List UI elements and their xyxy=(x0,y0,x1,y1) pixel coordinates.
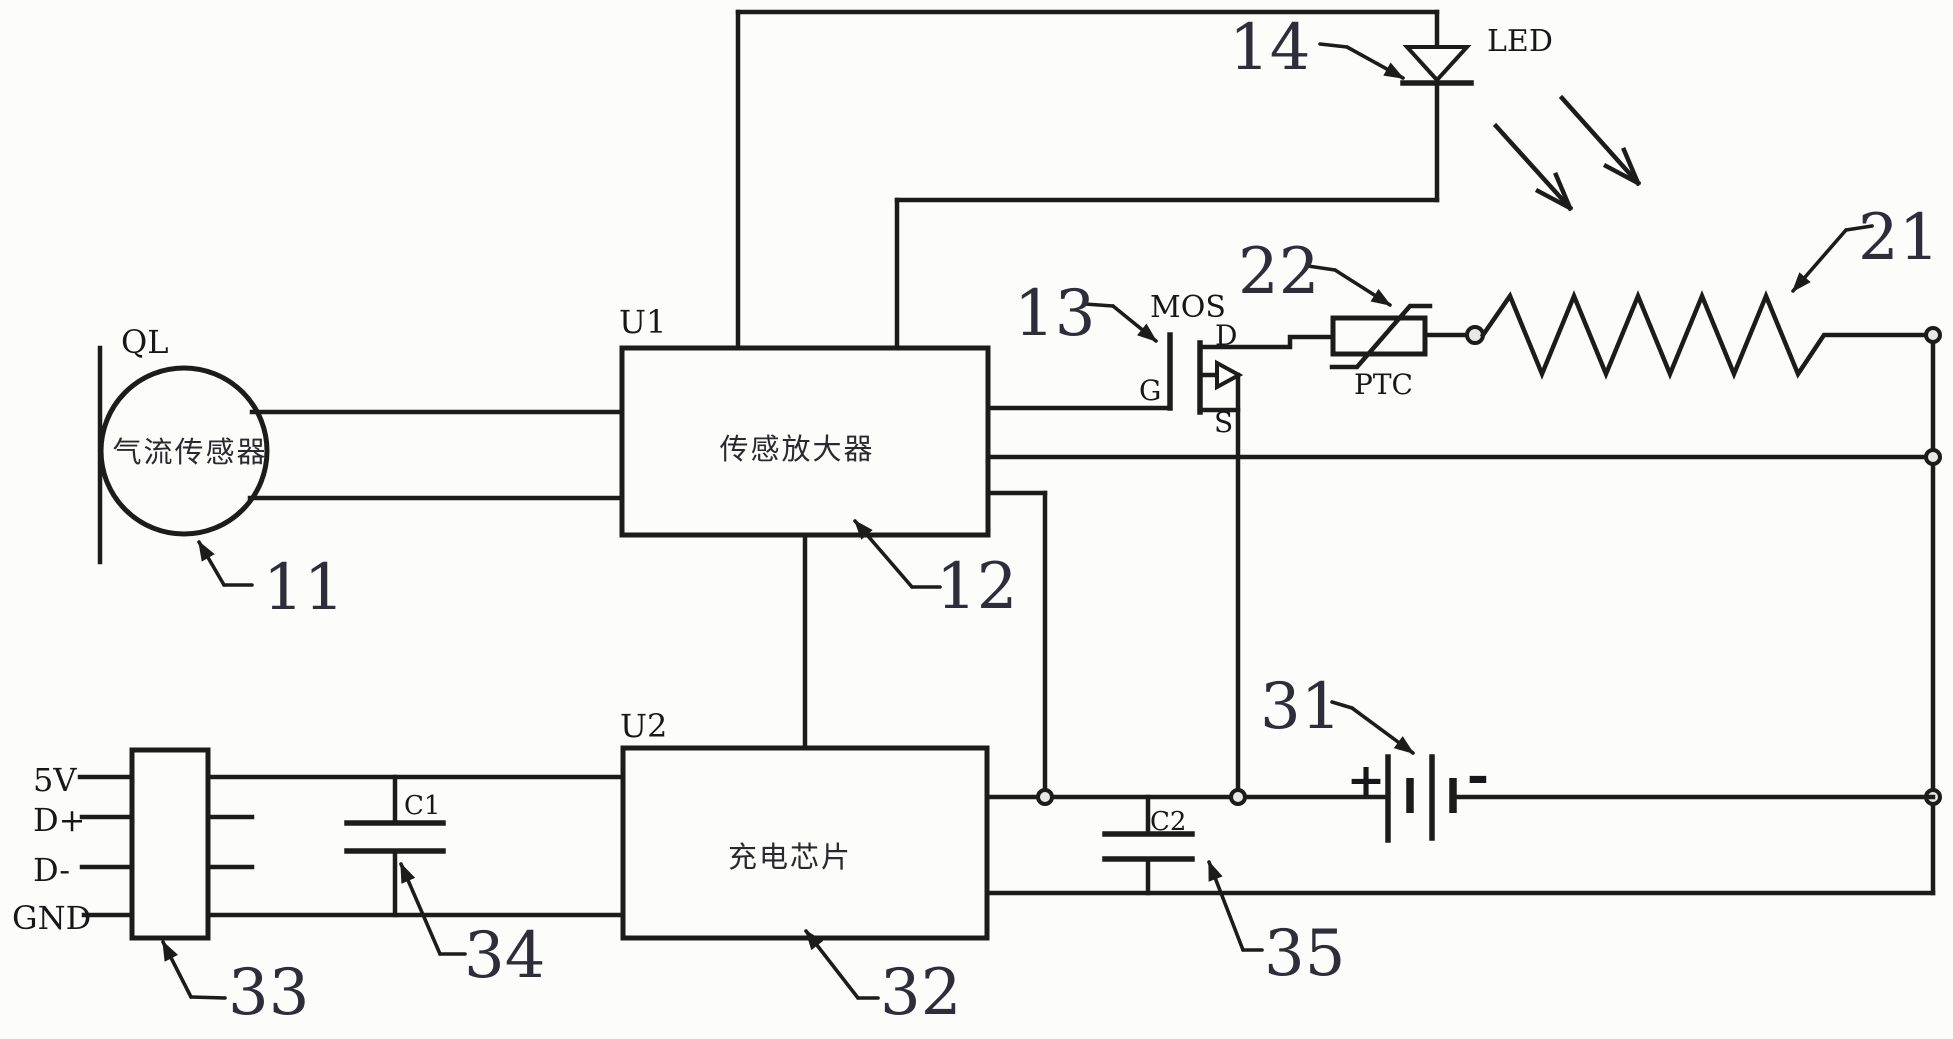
leader-22 xyxy=(1306,264,1392,307)
usb-pin-dminus: D- xyxy=(33,851,70,889)
u2-name: 充电芯片 xyxy=(728,840,852,874)
heater-coil-zigzag xyxy=(1479,290,1929,380)
ptc-slash-icon xyxy=(1329,303,1433,370)
leader-14 xyxy=(1318,42,1405,80)
battery-symbol xyxy=(1385,754,1457,843)
ref-12: 12 xyxy=(936,550,1017,624)
u1-designator: U1 xyxy=(619,303,666,341)
leader-21 xyxy=(1791,224,1874,293)
usb-pin-gnd: GND xyxy=(12,899,91,937)
mosfet-designator: MOS xyxy=(1150,290,1226,325)
leader-31 xyxy=(1330,700,1415,755)
ref-21: 21 xyxy=(1858,201,1939,275)
leader-arrows xyxy=(161,42,1874,1000)
ref-22: 22 xyxy=(1238,235,1319,309)
ptc-box xyxy=(1330,315,1428,357)
junction-node xyxy=(1229,788,1247,806)
right-rail xyxy=(984,326,1942,896)
leader-33 xyxy=(161,940,227,1000)
leader-32 xyxy=(804,929,880,1000)
junction-node xyxy=(1036,788,1054,806)
junction-node xyxy=(1924,448,1942,466)
mosfet-symbol xyxy=(1167,332,1336,800)
u1-name: 传感放大器 xyxy=(719,432,874,466)
sensor-name: 气流传感器 xyxy=(112,435,267,469)
junction-node xyxy=(1924,326,1942,344)
battery-rail xyxy=(984,788,1936,806)
ref-14: 14 xyxy=(1229,11,1310,85)
usb-pin-dplus: D+ xyxy=(33,801,85,839)
ptc-designator: PTC xyxy=(1354,368,1413,401)
c1-designator: C1 xyxy=(404,791,440,821)
usb-box xyxy=(129,747,211,941)
sensor-designator: QL xyxy=(121,323,168,361)
sensor-circle xyxy=(98,365,270,537)
mosfet-pin-g: G xyxy=(1139,374,1161,407)
capacitor-c2-symbol xyxy=(1102,794,1195,896)
ref-32: 32 xyxy=(880,956,961,1030)
mosfet-arrow-icon xyxy=(1215,359,1244,391)
u1-output-wires xyxy=(802,405,1936,800)
wire-top-loop xyxy=(735,9,1440,351)
ref-11: 11 xyxy=(263,551,344,625)
ref-33: 33 xyxy=(228,956,309,1030)
usb-connector-symbol xyxy=(77,747,626,941)
ref-13: 13 xyxy=(1014,277,1095,351)
ref-34: 34 xyxy=(464,919,545,993)
led-triangle-icon xyxy=(1402,45,1472,83)
battery-minus-sign: - xyxy=(1467,743,1489,807)
leader-13 xyxy=(1083,302,1158,343)
battery-plus-sign: + xyxy=(1347,753,1386,807)
led-symbol xyxy=(1400,45,1642,212)
leader-12 xyxy=(853,519,942,589)
u2-designator: U2 xyxy=(620,707,667,745)
ptc-symbol xyxy=(1329,303,1485,370)
airflow-sensor-symbol xyxy=(97,345,625,565)
leader-11 xyxy=(197,540,254,587)
leader-34 xyxy=(399,862,467,956)
wire-drain xyxy=(1197,334,1336,350)
mosfet-pin-d: D xyxy=(1215,319,1237,352)
ref-35: 35 xyxy=(1264,917,1345,991)
leader-35 xyxy=(1207,860,1264,952)
led-designator: LED xyxy=(1487,24,1553,59)
mosfet-pin-s: S xyxy=(1214,406,1233,439)
usb-pin-5v: 5V xyxy=(33,761,77,799)
ref-31: 31 xyxy=(1260,670,1341,744)
c2-designator: C2 xyxy=(1150,807,1186,837)
capacitor-c1-symbol xyxy=(344,774,446,918)
led-light-arrows-icon xyxy=(1492,94,1642,212)
